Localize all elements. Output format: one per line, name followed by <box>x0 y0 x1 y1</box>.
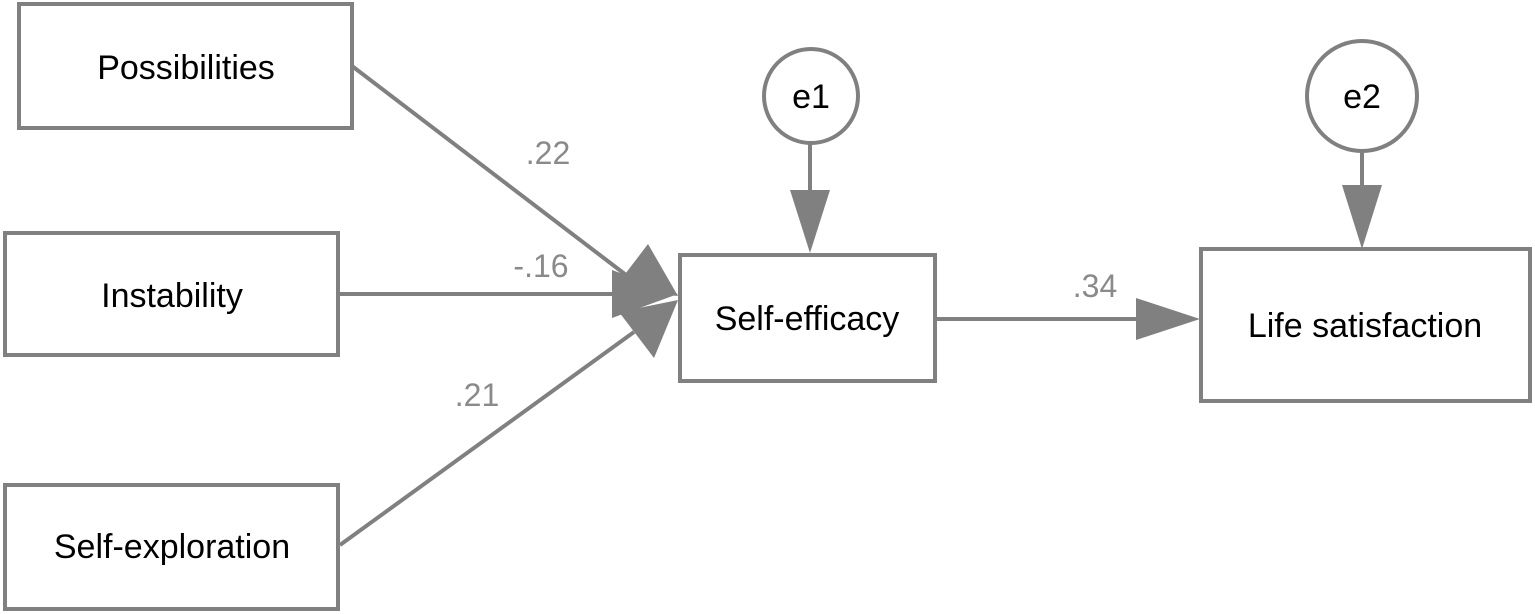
node-box-possibilities <box>17 2 354 130</box>
arrowhead-self-exploration <box>619 300 678 358</box>
arrowhead-e1 <box>790 190 830 253</box>
error-e1: e1 <box>762 47 860 145</box>
node-label-possibilities: Possibilities <box>97 49 275 87</box>
node-box-self-exploration <box>3 483 340 611</box>
node-label-instability: Instability <box>101 277 243 315</box>
error-circle-e1 <box>762 47 860 145</box>
node-self-exploration: Self-exploration <box>3 483 340 611</box>
error-label-e1: e1 <box>792 78 830 116</box>
node-life-satisfaction: Life satisfaction <box>1199 247 1532 403</box>
path-self-exploration-to-self-efficacy <box>338 330 636 547</box>
node-label-self-efficacy: Self-efficacy <box>715 300 900 338</box>
path-possibilities-to-self-efficacy <box>350 64 632 280</box>
coef-self-efficacy-to-life-satisfaction: .34 <box>1073 268 1117 304</box>
node-instability: Instability <box>3 231 340 357</box>
node-label-self-exploration: Self-exploration <box>54 528 290 566</box>
error-label-e2: e2 <box>1343 78 1381 116</box>
node-label-life-satisfaction: Life satisfaction <box>1248 307 1482 345</box>
arrowhead-e2 <box>1342 185 1382 249</box>
coef-possibilities-to-self-efficacy: .22 <box>526 135 570 171</box>
coef-self-exploration-to-self-efficacy: .21 <box>455 377 499 413</box>
arrowhead-instability <box>612 270 678 318</box>
coef-instability-to-self-efficacy: -.16 <box>513 248 568 284</box>
node-possibilities: Possibilities <box>17 2 354 130</box>
node-box-instability <box>3 231 340 357</box>
error-e2: e2 <box>1305 39 1419 153</box>
node-box-life-satisfaction <box>1199 247 1532 403</box>
arrowhead-self-efficacy-to-life-satisfaction <box>1136 298 1200 340</box>
node-box-self-efficacy <box>678 253 937 383</box>
error-circle-e2 <box>1305 39 1419 153</box>
node-self-efficacy: Self-efficacy <box>678 253 937 383</box>
